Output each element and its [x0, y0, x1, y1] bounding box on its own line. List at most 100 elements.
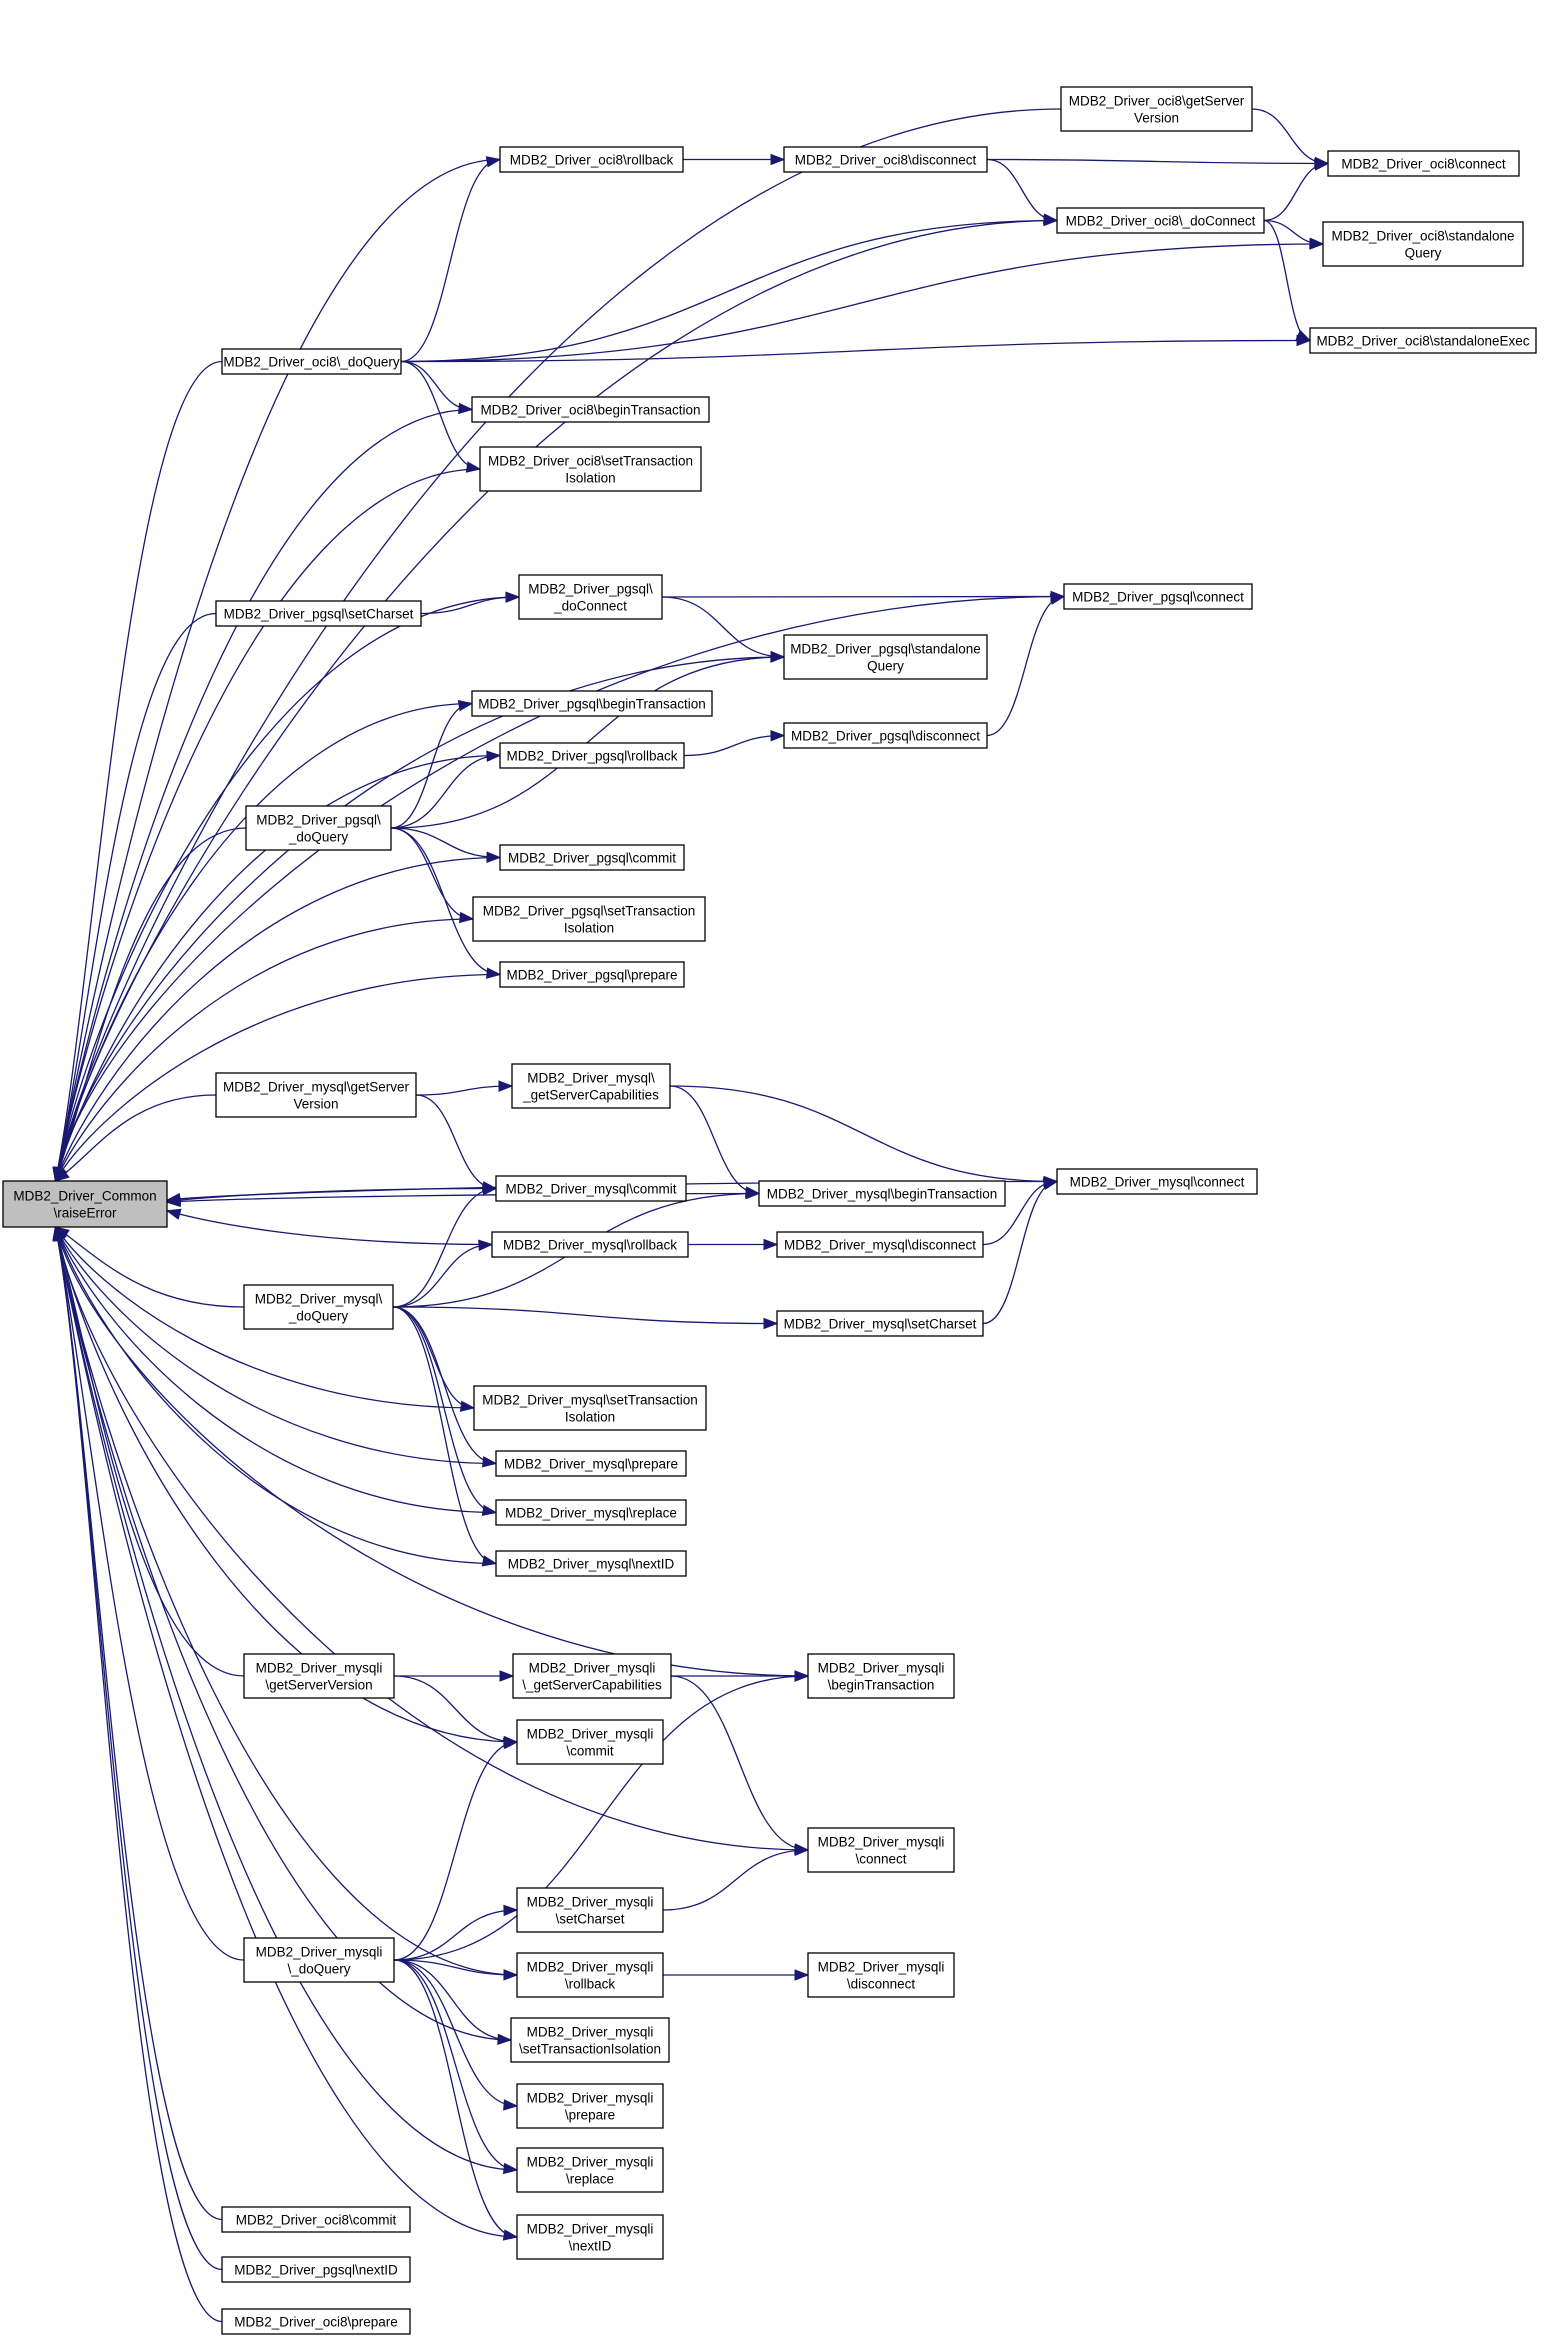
node-box	[512, 1653, 672, 1699]
node-pgsql-connect[interactable]: MDB2_Driver_pgsql\connect	[1063, 583, 1253, 610]
node-mysql-replace[interactable]: MDB2_Driver_mysql\replace	[495, 1499, 687, 1526]
node-oci8-doConnect[interactable]: MDB2_Driver_oci8\_doConnect	[1056, 207, 1265, 234]
node-oci8-getServerVersion[interactable]: MDB2_Driver_oci8\getServerVersion	[1060, 86, 1253, 132]
node-oci8-rollback[interactable]: MDB2_Driver_oci8\rollback	[499, 146, 684, 173]
node-pgsql-disconnect[interactable]: MDB2_Driver_pgsql\disconnect	[783, 722, 988, 749]
call-edge	[54, 468, 481, 1182]
call-edge	[670, 1675, 809, 1851]
node-mysql-nextID[interactable]: MDB2_Driver_mysql\nextID	[495, 1550, 687, 1577]
node-label: Version	[293, 1097, 338, 1112]
call-edge	[661, 596, 785, 658]
node-mysql-disconnect[interactable]: MDB2_Driver_mysql\disconnect	[776, 1231, 984, 1258]
arrowhead	[481, 1456, 498, 1468]
node-mysql-prepare[interactable]: MDB2_Driver_mysql\prepare	[495, 1450, 687, 1477]
node-oci8-beginTransaction[interactable]: MDB2_Driver_oci8\beginTransaction	[471, 396, 710, 423]
node-mysql-doQuery[interactable]: MDB2_Driver_mysql\_doQuery	[243, 1284, 394, 1330]
node-label: MDB2_Driver_pgsql\rollback	[506, 749, 677, 764]
node-pgsql-setCharset[interactable]: MDB2_Driver_pgsql\setCharset	[215, 600, 422, 627]
node-oci8-setTransactionIsolation[interactable]: MDB2_Driver_oci8\setTransactionIsolation	[479, 446, 702, 492]
node-pgsql-nextID[interactable]: MDB2_Driver_pgsql\nextID	[221, 2256, 411, 2283]
call-edge	[393, 1959, 518, 2107]
node-mysql-connect[interactable]: MDB2_Driver_mysql\connect	[1056, 1168, 1258, 1195]
node-label: MDB2_Driver_mysql\rollback	[503, 1238, 677, 1253]
call-edge	[986, 158, 1329, 165]
node-mysql-setTransactionIsolation[interactable]: MDB2_Driver_mysql\setTransactionIsolatio…	[473, 1385, 707, 1431]
node-label: \replace	[566, 2172, 614, 2187]
node-label: \_getServerCapabilities	[522, 1678, 662, 1693]
arrowhead	[505, 591, 521, 603]
node-label: \connect	[855, 1852, 906, 1867]
node-box	[491, 1231, 689, 1258]
node-box	[499, 742, 685, 769]
node-box	[471, 396, 710, 423]
arrowhead	[459, 1400, 476, 1412]
node-label: MDB2_Driver_pgsql\prepare	[506, 968, 677, 983]
node-label: MDB2_Driver_pgsql\setCharset	[224, 607, 414, 622]
node-mysql-beginTransaction[interactable]: MDB2_Driver_mysql\beginTransaction	[758, 1180, 1006, 1207]
node-box	[807, 1653, 955, 1699]
arrowhead	[165, 1208, 182, 1220]
node-mysql-rollback[interactable]: MDB2_Driver_mysql\rollback	[491, 1231, 689, 1258]
node-mysql-getServerCapabilities[interactable]: MDB2_Driver_mysql\_getServerCapabilities	[511, 1063, 671, 1109]
node-mysqli-commit[interactable]: MDB2_Driver_mysqli\commit	[516, 1719, 664, 1765]
node-root[interactable]: MDB2_Driver_Common\raiseError	[2, 1180, 168, 1228]
node-label: MDB2_Driver_oci8\_doQuery	[223, 355, 400, 370]
node-mysqli-nextID[interactable]: MDB2_Driver_mysqli\nextID	[516, 2214, 664, 2260]
node-box	[510, 2017, 670, 2063]
node-oci8-prepare[interactable]: MDB2_Driver_oci8\prepare	[221, 2308, 411, 2335]
call-edge	[54, 1226, 245, 1961]
call-edge	[55, 1094, 217, 1182]
node-label: Isolation	[565, 1410, 615, 1425]
node-mysqli-disconnect[interactable]: MDB2_Driver_mysqli\disconnect	[807, 1952, 955, 1998]
node-mysqli-doQuery[interactable]: MDB2_Driver_mysqli\_doQuery	[243, 1937, 395, 1983]
node-mysqli-connect[interactable]: MDB2_Driver_mysqli\connect	[807, 1827, 955, 1873]
node-pgsql-beginTransaction[interactable]: MDB2_Driver_pgsql\beginTransaction	[471, 690, 713, 717]
node-mysqli-beginTransaction[interactable]: MDB2_Driver_mysqli\beginTransaction	[807, 1653, 955, 1699]
node-box	[516, 1887, 664, 1933]
node-mysqli-prepare[interactable]: MDB2_Driver_mysqli\prepare	[516, 2083, 664, 2129]
node-mysqli-setTransactionIsolation[interactable]: MDB2_Driver_mysqli\setTransactionIsolati…	[510, 2017, 670, 2063]
arrowhead	[458, 911, 475, 924]
node-label: MDB2_Driver_mysqli	[256, 1945, 383, 1960]
arrowhead	[465, 461, 482, 473]
node-mysql-setCharset[interactable]: MDB2_Driver_mysql\setCharset	[776, 1310, 984, 1337]
node-mysql-getServerVersion[interactable]: MDB2_Driver_mysql\getServerVersion	[215, 1072, 417, 1118]
call-edge	[55, 1226, 245, 1308]
call-edge	[415, 1085, 513, 1096]
node-oci8-connect[interactable]: MDB2_Driver_oci8\connect	[1327, 150, 1520, 177]
node-mysqli-getServerVersion[interactable]: MDB2_Driver_mysqli\getServerVersion	[243, 1653, 395, 1699]
node-oci8-doQuery[interactable]: MDB2_Driver_oci8\_doQuery	[221, 348, 402, 375]
node-oci8-standaloneExec[interactable]: MDB2_Driver_oci8\standaloneExec	[1309, 327, 1537, 354]
arrowhead	[503, 2099, 519, 2111]
node-oci8-commit[interactable]: MDB2_Driver_oci8\commit	[221, 2206, 411, 2233]
arrowhead	[503, 1904, 519, 1917]
node-pgsql-doConnect[interactable]: MDB2_Driver_pgsql\_doConnect	[518, 574, 663, 620]
node-box	[473, 1385, 707, 1431]
node-label: MDB2_Driver_oci8\setTransaction	[488, 454, 693, 469]
node-pgsql-prepare[interactable]: MDB2_Driver_pgsql\prepare	[499, 961, 685, 988]
call-edge	[1263, 162, 1329, 222]
node-label: MDB2_Driver_pgsql\standalone	[790, 642, 981, 657]
call-edge	[390, 827, 501, 976]
node-label: MDB2_Driver_mysql\	[527, 1071, 655, 1086]
call-edge	[392, 1306, 497, 1514]
node-mysqli-replace[interactable]: MDB2_Driver_mysqli\replace	[516, 2147, 664, 2193]
node-pgsql-setTransactionIsolation[interactable]: MDB2_Driver_pgsql\setTransactionIsolatio…	[472, 896, 706, 942]
node-pgsql-rollback[interactable]: MDB2_Driver_pgsql\rollback	[499, 742, 685, 769]
node-mysql-commit[interactable]: MDB2_Driver_mysql\commit	[495, 1175, 687, 1202]
node-pgsql-doQuery[interactable]: MDB2_Driver_pgsql\_doQuery	[245, 805, 392, 851]
node-mysqli-setCharset[interactable]: MDB2_Driver_mysqli\setCharset	[516, 1887, 664, 1933]
call-edge	[390, 827, 501, 859]
node-box	[221, 2308, 411, 2335]
call-edge	[393, 1959, 512, 2041]
node-label: MDB2_Driver_oci8\connect	[1341, 157, 1506, 172]
node-mysqli-getServerCapabilities[interactable]: MDB2_Driver_mysqli\_getServerCapabilitie…	[512, 1653, 672, 1699]
node-oci8-disconnect[interactable]: MDB2_Driver_oci8\disconnect	[783, 146, 988, 173]
node-pgsql-commit[interactable]: MDB2_Driver_pgsql\commit	[499, 844, 685, 871]
node-label: Query	[867, 659, 904, 674]
node-mysqli-rollback[interactable]: MDB2_Driver_mysqli\rollback	[516, 1952, 664, 1998]
call-edge	[400, 339, 1311, 363]
node-box	[511, 1063, 671, 1109]
